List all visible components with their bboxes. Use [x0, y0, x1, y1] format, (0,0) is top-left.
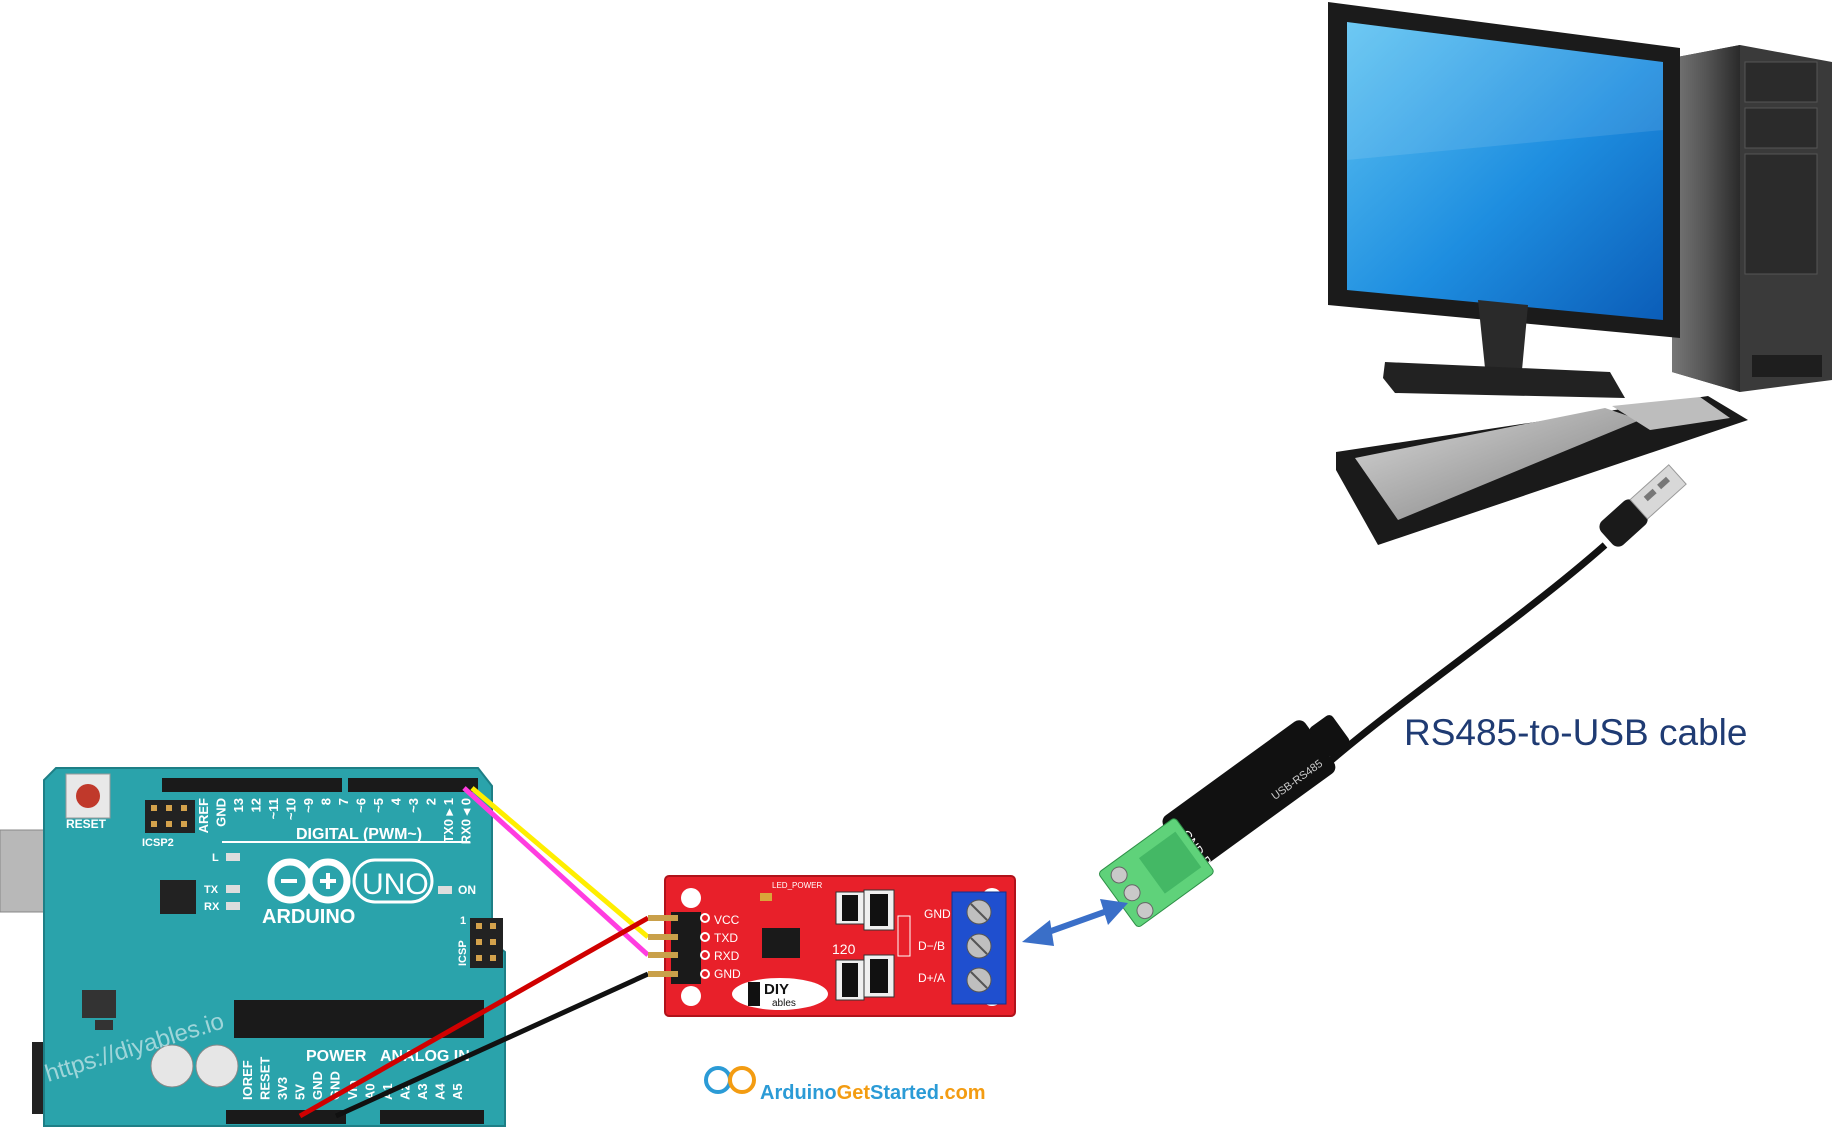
- top-pin-label-1: GND: [214, 798, 229, 827]
- top-pin-label-13: 2: [424, 798, 439, 805]
- top-pin-label-9: ~6: [354, 798, 369, 813]
- icsp-label: ICSP: [457, 940, 469, 966]
- top-pin-label-14: TX0 ▸ 1: [441, 798, 456, 843]
- rx-led-label: RX: [204, 901, 220, 913]
- top-pin-label-5: ~10: [284, 798, 299, 820]
- wire-red: [298, 915, 650, 1119]
- brand-part-3: Started: [870, 1082, 939, 1104]
- bottom-pin-label-0: IOREF: [240, 1060, 255, 1100]
- arduinogetstarted-logo-icon: [704, 1066, 756, 1094]
- top-pin-label-10: ~5: [371, 798, 386, 813]
- top-pin-label-2: 13: [231, 798, 246, 812]
- digital-header: [162, 778, 478, 792]
- top-pin-label-15: RX0 ◂ 0: [459, 798, 474, 844]
- bottom-pin-label-2: 3V3: [275, 1077, 290, 1100]
- pc-tower: [1672, 45, 1832, 392]
- top-pin-label-0: AREF: [196, 798, 211, 833]
- module-pin-txd: TXD: [714, 931, 738, 945]
- module-led-label: LED_POWER: [772, 881, 822, 890]
- icsp-header: [470, 918, 503, 968]
- bottom-pin-label-11: A4: [433, 1083, 448, 1100]
- analog-label: ANALOG IN: [380, 1048, 470, 1065]
- top-pin-label-12: ~3: [406, 798, 421, 813]
- top-pin-label-3: 12: [249, 798, 264, 812]
- reset-label: RESET: [66, 817, 107, 831]
- bottom-pin-label-12: A5: [450, 1083, 465, 1100]
- module-logo-diy: DIY: [764, 981, 789, 998]
- bottom-pin-label-4: GND: [310, 1071, 325, 1100]
- bidirectional-arrow: [1022, 899, 1128, 946]
- adapter-terminal-block: [1099, 818, 1214, 927]
- power-label: POWER: [306, 1048, 367, 1065]
- module-term-b: D−/B: [918, 939, 945, 953]
- bottom-pin-label-1: RESET: [258, 1057, 273, 1100]
- usb-cable: [1317, 464, 1687, 773]
- pc-keyboard: [1336, 396, 1748, 545]
- module-term-gnd: GND: [924, 907, 951, 921]
- icsp2-header: [145, 800, 195, 833]
- module-pin-rxd: RXD: [714, 949, 740, 963]
- computer: [1328, 2, 1832, 545]
- tx-led-label: TX: [204, 884, 219, 896]
- on-label: ON: [458, 883, 476, 897]
- arduino-label: ARDUINO: [262, 906, 355, 928]
- model-label: UNO: [362, 868, 429, 901]
- top-pin-label-7: 8: [319, 798, 334, 805]
- brand-part-1: Arduino: [760, 1082, 837, 1104]
- usb-rs485-adapter: GND B− A+ 5V USB-RS485: [1099, 715, 1350, 927]
- arduino-infinity-logo: [267, 858, 434, 904]
- cable-caption: RS485-to-USB cable: [1404, 712, 1748, 753]
- diyables-logo: DIY ables: [732, 978, 828, 1010]
- module-pin-vcc: VCC: [714, 913, 740, 927]
- brand-part-4: .com: [938, 1082, 986, 1104]
- bottom-pin-label-3: 5V: [293, 1084, 308, 1100]
- module-logo-ables: ables: [772, 998, 796, 1009]
- brand-part-2: Get: [836, 1082, 870, 1104]
- module-terminal-block: [951, 891, 1007, 1005]
- top-pin-label-6: ~9: [301, 798, 316, 813]
- bottom-pin-label-10: A3: [415, 1083, 430, 1100]
- bottom-pin-label-7: A0: [363, 1083, 378, 1100]
- top-pin-label-8: 7: [336, 798, 351, 805]
- module-term-a: D+/A: [918, 971, 945, 985]
- l-led-label: L: [212, 852, 219, 864]
- icsp2-label: ICSP2: [142, 837, 174, 849]
- digital-label: DIGITAL (PWM~): [296, 826, 422, 843]
- reset-button[interactable]: [65, 773, 111, 819]
- wires: [298, 786, 650, 1119]
- icsp-num: 1: [460, 915, 466, 927]
- top-pin-label-11: 4: [389, 797, 404, 805]
- brand-logo-text: ArduinoGetStarted.com: [760, 1082, 986, 1105]
- rs485-module: VCC TXD RXD GND LED_POWER 120 DIY ables …: [648, 875, 1016, 1017]
- top-pin-label-4: ~11: [266, 798, 281, 819]
- wire-yellow: [470, 786, 650, 939]
- module-res-label: 120: [832, 941, 856, 957]
- pc-monitor: [1328, 2, 1680, 398]
- wire-magenta: [462, 786, 650, 957]
- wire-black: [334, 971, 650, 1119]
- module-pin-gnd: GND: [714, 967, 741, 981]
